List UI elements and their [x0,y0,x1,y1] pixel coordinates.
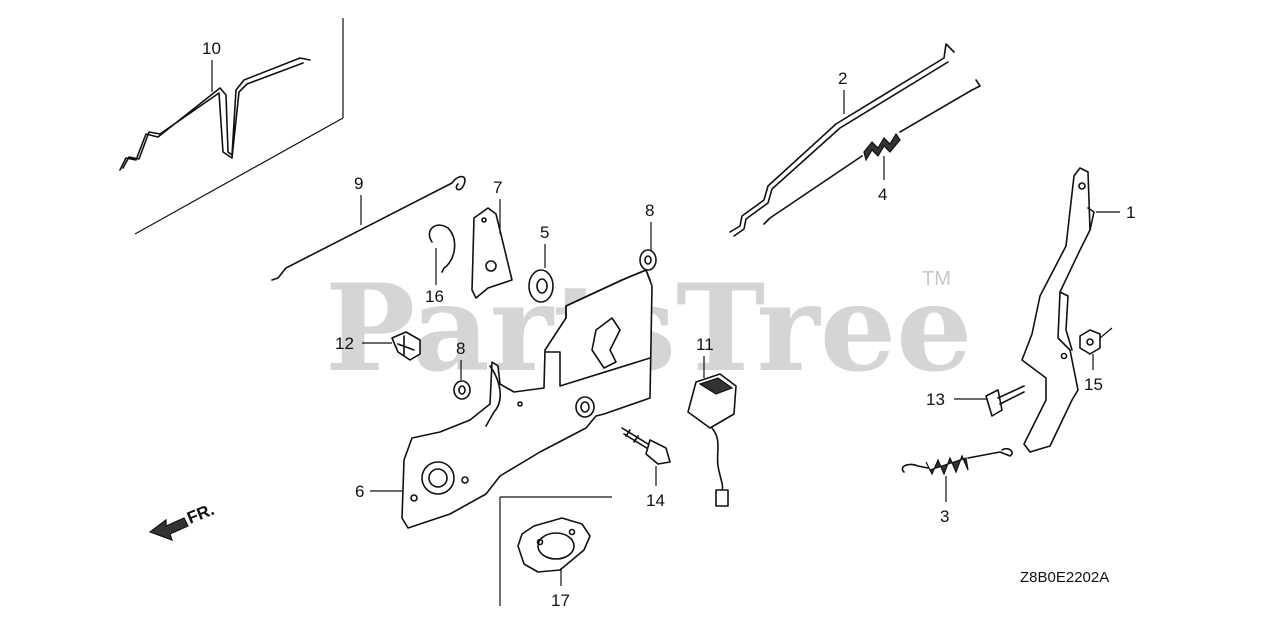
callout-label-15: 15 [1084,375,1103,394]
callout-8-lower: 8 [456,339,465,380]
section-divider-gasket [499,496,612,606]
callout-label-2: 2 [838,69,847,88]
part-17-gasket[interactable] [517,517,591,573]
callout-label-14: 14 [646,491,665,510]
callout-label-17: 17 [551,591,570,610]
callout-7: 7 [493,178,502,234]
part-10-governor-rod[interactable] [119,57,311,171]
part-12-cable-clamp[interactable] [391,331,421,361]
part-2-throttle-rod[interactable] [729,43,955,237]
callout-5: 5 [540,223,549,268]
callout-10: 10 [202,39,221,92]
callout-17: 17 [551,568,570,610]
section-divider-top-left [134,18,344,235]
callout-label-12: 12 [335,334,354,353]
callout-label-4: 4 [878,185,887,204]
part-13-screw[interactable] [985,385,1025,417]
callout-label-9: 9 [354,174,363,193]
callout-11: 11 [696,335,714,378]
callout-13: 13 [926,390,986,409]
callout-label-1: 1 [1126,203,1135,222]
callout-1: 1 [1096,203,1135,222]
callout-16: 16 [425,248,444,306]
callout-label-16: 16 [425,287,444,306]
front-direction-arrow: FR. [148,500,217,541]
part-15-nut[interactable] [1079,327,1113,355]
callout-14: 14 [646,466,665,510]
part-11-stop-switch[interactable] [687,373,737,507]
part-14-bolt[interactable] [621,427,671,465]
callout-3: 3 [940,476,949,526]
callout-label-11: 11 [696,335,714,354]
part-16-clip[interactable] [428,224,456,273]
callout-label-6: 6 [355,482,364,501]
callout-label-7: 7 [493,178,502,197]
callout-15: 15 [1084,354,1103,394]
part-9-rod[interactable] [271,175,466,281]
front-label: FR. [184,500,217,528]
part-1-control-lever[interactable] [1021,167,1095,453]
callout-12: 12 [335,334,392,353]
callout-label-10: 10 [202,39,221,58]
callout-label-3: 3 [940,507,949,526]
callout-2: 2 [838,69,847,114]
callout-label-13: 13 [926,390,945,409]
part-8-nut-lower[interactable] [453,380,471,400]
callout-4: 4 [878,156,887,204]
diagram-code: Z8B0E2202A [1020,569,1109,586]
part-6-control-base[interactable] [401,269,653,529]
part-4-spring-rod[interactable] [763,79,981,225]
watermark-trademark: TM [922,268,951,290]
part-7-lever-plate[interactable] [471,207,513,299]
callout-label-5: 5 [540,223,549,242]
callout-6: 6 [355,482,402,501]
callout-8-top: 8 [645,201,654,250]
part-3-spring[interactable] [901,447,1013,476]
part-5-washer[interactable] [528,269,554,303]
callout-9: 9 [354,174,363,225]
part-8-nut-top[interactable] [639,249,657,271]
callout-label-8-top: 8 [645,201,654,220]
callout-label-8-lower: 8 [456,339,465,358]
